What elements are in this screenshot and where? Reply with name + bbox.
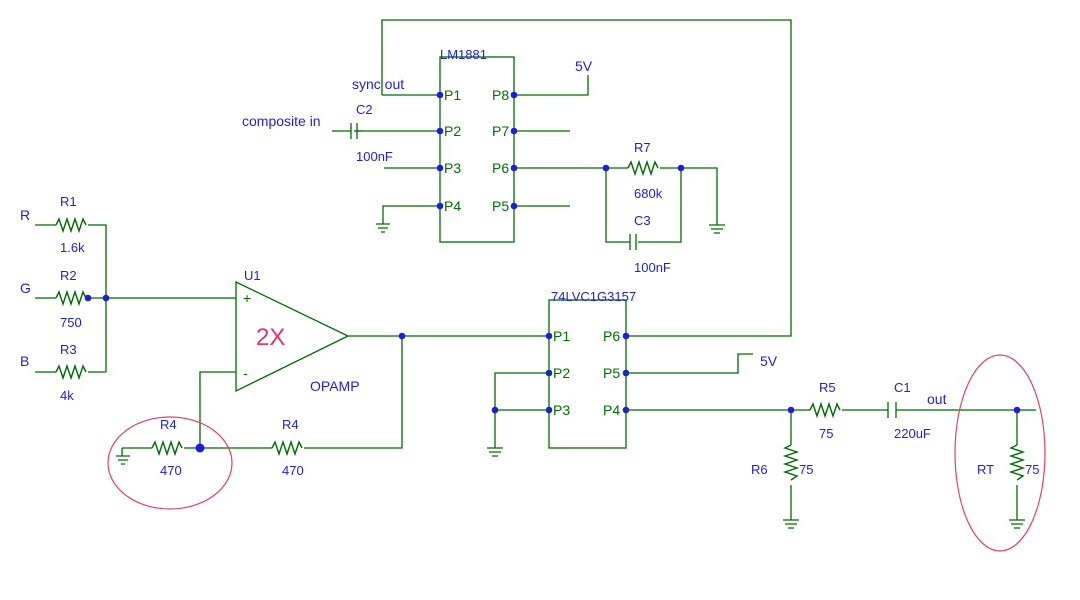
lm1881-pin-p3: P3 (444, 160, 461, 176)
resistor-rt (1008, 444, 1026, 481)
vcc-5v-mid-label: 5V (760, 353, 778, 369)
r4a-ref: R4 (160, 417, 177, 432)
resistor-r6 (782, 444, 800, 481)
resistor-r4-ground (151, 439, 183, 457)
r2-value: 750 (60, 315, 82, 330)
capacitor-c2 (332, 123, 362, 139)
node-r7-left (602, 164, 610, 172)
lm1881-name: LM1881 (440, 47, 487, 62)
c2-value: 100nF (356, 149, 393, 164)
r4a-value: 470 (160, 463, 182, 478)
c3-ref: C3 (634, 213, 651, 228)
lm1881-pin-p2: P2 (444, 123, 461, 139)
r1-value: 1.6k (60, 240, 85, 255)
ground-r7 (709, 224, 725, 234)
sync-out-label: sync out (352, 76, 404, 92)
c3-value: 100nF (634, 260, 671, 275)
c2-ref: C2 (356, 102, 373, 117)
r7-value: 680k (634, 186, 663, 201)
ground-rt (1009, 519, 1025, 529)
r-input-label: R (20, 207, 30, 223)
node-mux-p3 (491, 406, 499, 414)
mux-pin-p6: P6 (603, 328, 620, 344)
p6-network-wires (605, 167, 718, 243)
b-input-label: B (20, 353, 29, 369)
resistor-r4-feedback (271, 439, 303, 457)
node-rt-top (1013, 406, 1021, 414)
highlight-termination (954, 354, 1046, 552)
r4b-value: 470 (282, 463, 304, 478)
out-label: out (927, 391, 947, 407)
mux-pin-p4: P4 (603, 402, 620, 418)
r7-ref: R7 (634, 140, 651, 155)
resistor-r5 (809, 401, 841, 419)
mux-p2-p3-wire (494, 372, 549, 448)
opamp-triangle (235, 280, 350, 393)
r5-ref: R5 (819, 380, 836, 395)
r6-ref: R6 (751, 462, 768, 477)
sync-out-wire (381, 19, 792, 337)
rt-ref: RT (977, 462, 994, 477)
r1-ref: R1 (60, 194, 77, 209)
node-rgb-sum (102, 294, 110, 302)
lm1881-pin-p1: P1 (444, 87, 461, 103)
lm1881-body (439, 56, 515, 243)
lm1881-pin-p7: P7 (492, 123, 509, 139)
resistor-r1 (55, 216, 87, 234)
rgb-wires (35, 224, 236, 373)
rt-value: 75 (1025, 462, 1039, 477)
ground-r4 (116, 447, 132, 465)
resistor-r2 (55, 289, 87, 307)
opamp-plus: + (243, 290, 251, 306)
lm1881-pin-p5: P5 (492, 198, 509, 214)
composite-in-label: composite in (242, 113, 321, 129)
node-feedback (195, 443, 205, 453)
resistor-r3 (55, 363, 87, 381)
node-opamp-out (398, 332, 406, 340)
r3-ref: R3 (60, 342, 77, 357)
lm1881-left-pins (354, 94, 440, 207)
lm1881-pin-p8: P8 (492, 87, 509, 103)
feedback-wires (132, 371, 328, 449)
mux-name: 74LVC1G3157 (551, 289, 636, 304)
resistor-r7 (627, 159, 659, 177)
r3-value: 4k (60, 388, 74, 403)
lm1881-pin-dots (436, 91, 518, 210)
mux-pin-p5: P5 (603, 365, 620, 381)
ground-mux (487, 447, 503, 457)
mux-pin-p3: P3 (553, 402, 570, 418)
opamp-label: OPAMP (310, 378, 360, 394)
opamp-ref: U1 (244, 268, 261, 283)
lm1881-pin-p4: P4 (444, 198, 461, 214)
highlight-gain-resistor (107, 416, 233, 510)
capacitor-c1 (887, 402, 897, 418)
mux-p5-wire (626, 353, 753, 374)
ground-lm1881-p4 (376, 205, 390, 233)
c1-value: 220uF (894, 426, 931, 441)
r5-value: 75 (819, 426, 833, 441)
c1-ref: C1 (894, 380, 911, 395)
r4b-ref: R4 (282, 417, 299, 432)
capacitor-c3 (629, 234, 637, 250)
vcc-5v-top-label: 5V (575, 58, 593, 74)
opamp-output-wire (328, 335, 549, 449)
node-r6-top (787, 406, 795, 414)
mux-pin-p1: P1 (553, 328, 570, 344)
lm1881-right-pins (514, 75, 606, 207)
r6-value: 75 (799, 462, 813, 477)
gain-annotation: 2X (256, 324, 285, 351)
mux-pin-p2: P2 (553, 365, 570, 381)
node-r7-right (677, 164, 685, 172)
lm1881-pin-p6: P6 (492, 160, 509, 176)
r2-ref: R2 (60, 268, 77, 283)
ground-r6 (783, 519, 799, 529)
g-input-label: G (20, 280, 31, 296)
node-r2-left (84, 294, 92, 302)
opamp-minus: - (243, 365, 248, 381)
output-wire (626, 409, 1036, 520)
